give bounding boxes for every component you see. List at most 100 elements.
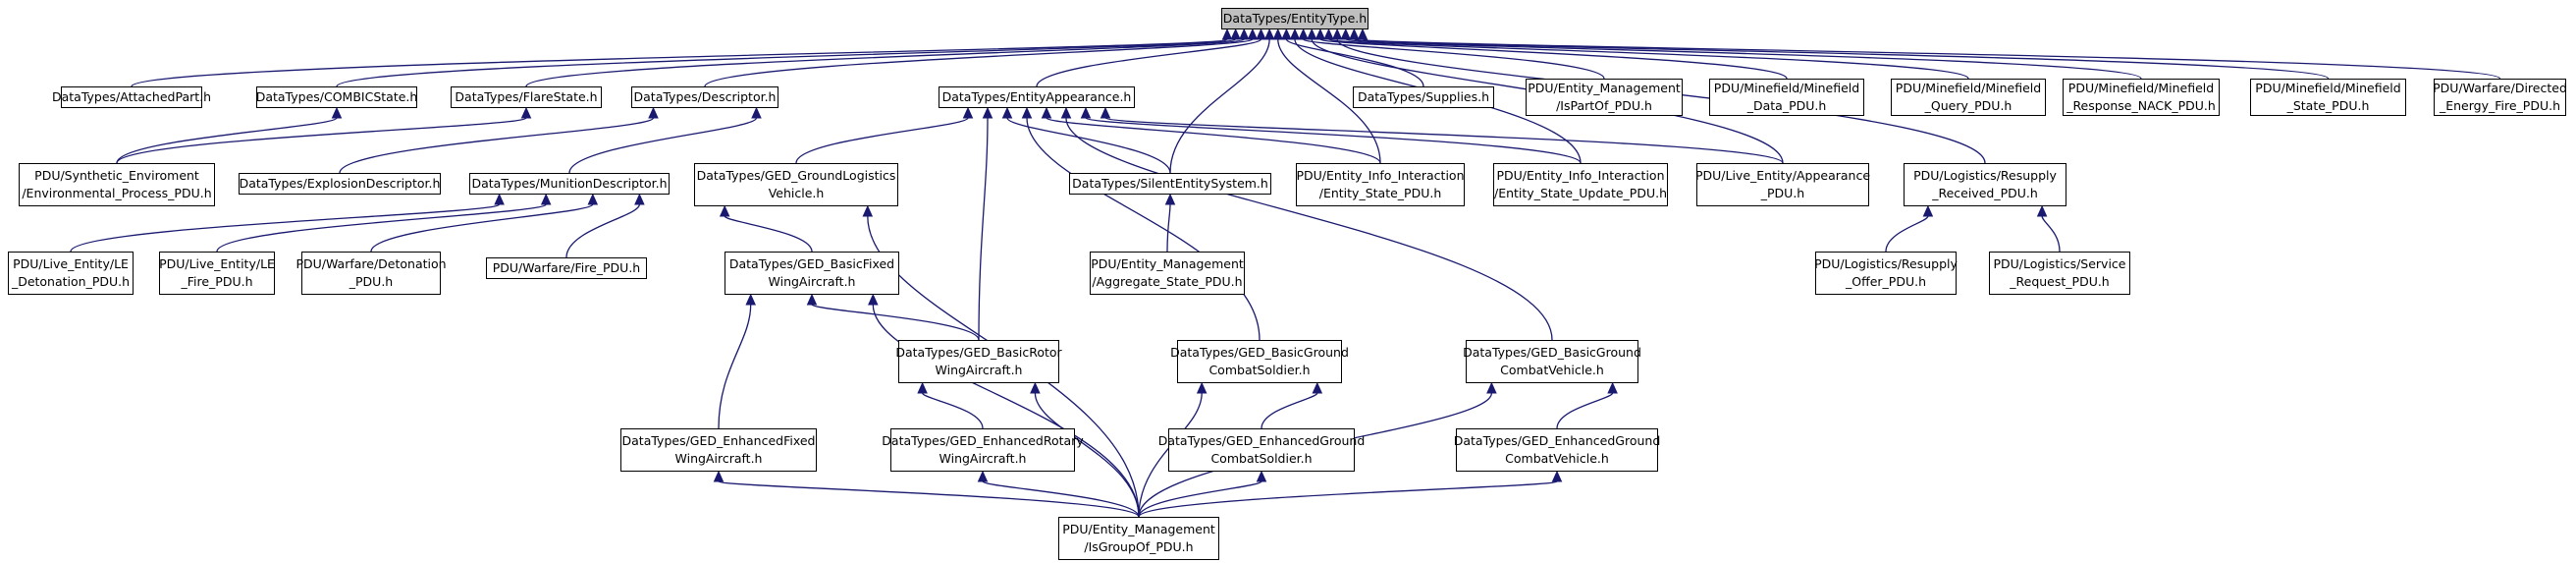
node-minefield-nack[interactable]: PDU/Minefield/Minefield_Response_NACK_PD… <box>2063 79 2220 116</box>
arrow-head <box>745 293 756 306</box>
node-silent[interactable]: DataTypes/SilentEntitySystem.h <box>1069 173 1271 195</box>
node-combicstate[interactable]: DataTypes/COMBICState.h <box>256 86 417 108</box>
arrow-head <box>1100 106 1111 119</box>
edge-enh_soldier-to-groundsoldier <box>1261 392 1318 429</box>
arrow-head <box>331 106 343 119</box>
node-detonation[interactable]: PDU/Warfare/Detonation_PDU.h <box>295 252 447 295</box>
node-label: PDU/Synthetic_Enviroment <box>34 168 199 183</box>
arrow-head <box>1247 28 1259 40</box>
node-label: CombatSoldier.h <box>1210 451 1313 466</box>
edge-silent-to-entitytype <box>1169 38 1270 174</box>
edge-eii_state-to-entityappearance <box>1046 117 1381 164</box>
node-flarestate[interactable]: DataTypes/FlareState.h <box>451 86 602 108</box>
node-label: CombatSoldier.h <box>1208 363 1311 377</box>
arrow-head <box>1021 106 1033 119</box>
arrow-head <box>1238 28 1250 40</box>
node-isgroupof[interactable]: PDU/Entity_Management/IsGroupOf_PDU.h <box>1058 517 1219 560</box>
node-ispartof[interactable]: PDU/Entity_Management/IsPartOf_PDU.h <box>1526 79 1683 116</box>
node-label: /IsPartOf_PDU.h <box>1556 98 1652 113</box>
node-label: PDU/Minefield/Minefield <box>1713 81 1860 95</box>
arrow-head <box>977 470 989 482</box>
node-env-process[interactable]: PDU/Synthetic_Enviroment/Environmental_P… <box>19 163 215 206</box>
node-descriptor[interactable]: DataTypes/Descriptor.h <box>631 86 778 108</box>
edge-enh_vehicle-to-groundvehicle <box>1556 392 1614 429</box>
edge-detonation-to-munition <box>370 203 594 253</box>
node-label: PDU/Live_Entity/LE <box>13 256 129 271</box>
node-aggregate[interactable]: PDU/Entity_Management/Aggregate_State_PD… <box>1090 252 1245 295</box>
node-label: _Offer_PDU.h <box>1846 274 1926 289</box>
edge-isgroupof-to-basicfixed <box>872 304 1140 518</box>
edge-env_process-to-combicstate <box>116 117 338 164</box>
edge-flarestate-to-entitytype <box>525 38 1245 87</box>
arrow-head <box>1256 28 1266 40</box>
arrow-head <box>1298 28 1309 40</box>
arrow-head <box>1080 106 1092 119</box>
node-label: PDU/Entity_Info_Interaction <box>1496 168 1665 183</box>
edge-minefield_nack-to-entitytype <box>1345 38 2142 80</box>
node-minefield-query[interactable]: PDU/Minefield/Minefield_Query_PDU.h <box>1891 79 2046 116</box>
node-label: DataTypes/EntityAppearance.h <box>941 89 1132 104</box>
node-munition[interactable]: DataTypes/MunitionDescriptor.h <box>469 173 670 195</box>
edge-basicrotor-to-entityappearance <box>978 117 989 341</box>
node-label: WingAircraft.h <box>939 451 1027 466</box>
arrow-head <box>751 106 762 119</box>
node-le-fire[interactable]: PDU/Live_Entity/LE_Fire_PDU.h <box>159 252 275 295</box>
edge-isgroupof-to-enh_vehicle <box>1138 480 1558 518</box>
arrow-head <box>1349 28 1360 40</box>
node-entitytype[interactable]: DataTypes/EntityType.h <box>1221 8 1368 29</box>
node-explosion[interactable]: DataTypes/ExplosionDescriptor.h <box>239 173 441 195</box>
edge-combicstate-to-entitytype <box>336 38 1237 87</box>
node-label: DataTypes/SilentEntitySystem.h <box>1072 176 1268 191</box>
node-label: DataTypes/Supplies.h <box>1357 89 1490 104</box>
node-entityappearance[interactable]: DataTypes/EntityAppearance.h <box>939 86 1135 108</box>
node-directed-energy[interactable]: PDU/Warfare/Directed_Energy_Fire_PDU.h <box>2433 79 2567 116</box>
node-label: _Data_PDU.h <box>1746 98 1827 113</box>
node-service-request[interactable]: PDU/Logistics/Service_Request_PDU.h <box>1989 252 2130 295</box>
node-fire[interactable]: PDU/Warfare/Fire_PDU.h <box>486 257 647 279</box>
arrow-head <box>719 204 730 217</box>
node-label: DataTypes/FlareState.h <box>455 89 598 104</box>
node-label: PDU/Entity_Info_Interaction <box>1296 168 1465 183</box>
arrow-head <box>1306 28 1317 40</box>
node-label: _Fire_PDU.h <box>181 274 253 289</box>
node-minefield-state[interactable]: PDU/Minefield/Minefield_State_PDU.h <box>2250 79 2406 116</box>
node-label: PDU/Entity_Management <box>1062 522 1215 536</box>
arrow-head <box>1331 28 1343 40</box>
node-label: _PDU.h <box>349 274 394 289</box>
node-label: DataTypes/GED_EnhancedFixed <box>621 433 816 448</box>
arrow-head <box>1312 381 1323 394</box>
node-label: PDU/Warfare/Directed <box>2433 81 2567 95</box>
node-label: DataTypes/GED_EnhancedGround <box>1453 433 1661 448</box>
node-minefield-data[interactable]: PDU/Minefield/Minefield _Data_PDU.h <box>1709 79 1864 116</box>
node-label: PDU/Logistics/Resupply <box>1814 256 1958 271</box>
arrow-head <box>1281 28 1292 40</box>
edge-isgroupof-to-enh_soldier <box>1138 480 1262 518</box>
edge-le_detonation-to-munition <box>70 203 501 253</box>
node-label: /Aggregate_State_PDU.h <box>1092 274 1243 289</box>
arrow-head <box>982 106 993 119</box>
node-live-appearance[interactable]: PDU/Live_Entity/Appearance_PDU.h <box>1695 163 1870 206</box>
arrow-head <box>862 204 874 217</box>
arrow-head <box>1607 381 1618 394</box>
arrow-head <box>1164 193 1176 205</box>
node-eii-state[interactable]: PDU/Entity_Info_Interaction/Entity_State… <box>1296 163 1465 206</box>
node-eii-update[interactable]: PDU/Entity_Info_Interaction/Entity_State… <box>1493 163 1668 206</box>
arrow-head <box>1551 470 1563 482</box>
node-resupply-offer[interactable]: PDU/Logistics/Resupply _Offer_PDU.h <box>1814 252 1958 295</box>
arrow-head <box>494 193 505 205</box>
node-resupply-received[interactable]: PDU/Logistics/Resupply_Received_PDU.h <box>1904 163 2066 206</box>
node-attachedpart[interactable]: DataTypes/AttachedPart.h <box>52 86 211 108</box>
node-le-detonation[interactable]: PDU/Live_Entity/LE_Detonation_PDU.h <box>8 252 134 295</box>
arrow-head <box>1256 470 1267 482</box>
node-supplies[interactable]: DataTypes/Supplies.h <box>1353 86 1494 108</box>
node-label: DataTypes/GED_BasicFixed <box>728 256 895 271</box>
